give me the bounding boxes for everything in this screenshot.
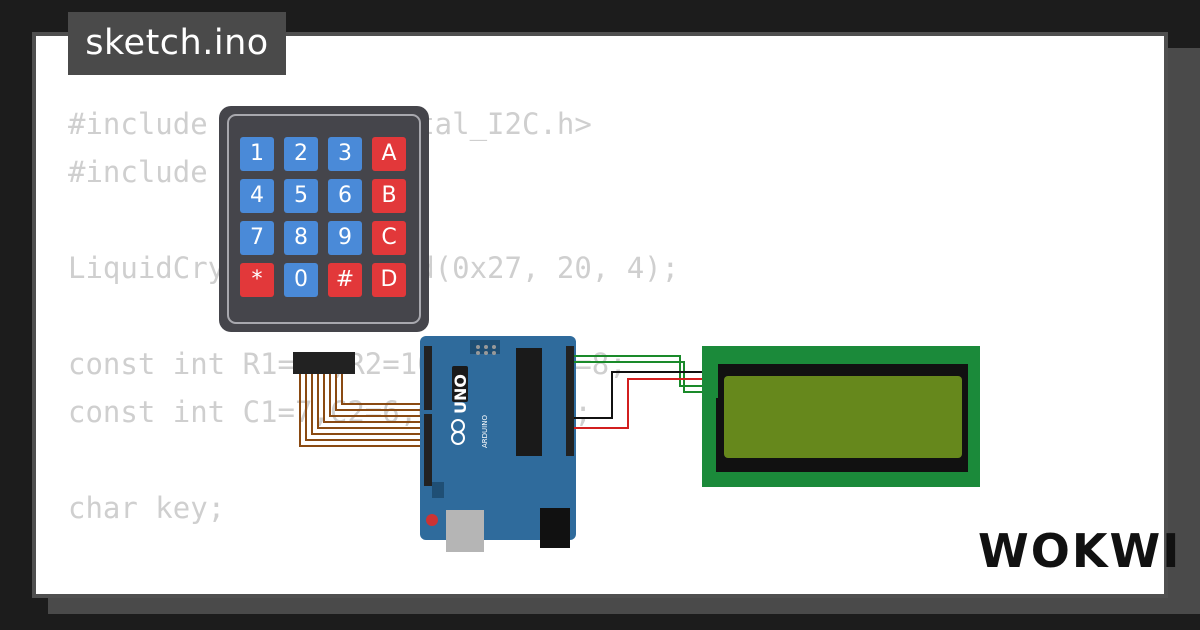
keypad-wires xyxy=(299,374,427,447)
key-A[interactable]: A xyxy=(372,137,406,171)
key-8[interactable]: 8 xyxy=(284,221,318,255)
key-1[interactable]: 1 xyxy=(240,137,274,171)
keypad-frame xyxy=(227,114,421,324)
key-5[interactable]: 5 xyxy=(284,179,318,213)
key-B[interactable]: B xyxy=(372,179,406,213)
lcd-display xyxy=(702,346,980,487)
key-D[interactable]: D xyxy=(372,263,406,297)
key-2[interactable]: 2 xyxy=(284,137,318,171)
key-4[interactable]: 4 xyxy=(240,179,274,213)
key-hash[interactable]: # xyxy=(328,263,362,297)
keypad-connector xyxy=(293,352,355,374)
key-6[interactable]: 6 xyxy=(328,179,362,213)
code-line: char key; xyxy=(68,491,226,525)
arduino-model-label: UNO xyxy=(451,374,470,414)
membrane-keypad: 1 2 3 A 4 5 6 B 7 8 9 C * 0 # D xyxy=(219,106,429,332)
key-star[interactable]: * xyxy=(240,263,274,297)
wokwi-logo: WOKWI xyxy=(978,524,1182,578)
key-C[interactable]: C xyxy=(372,221,406,255)
file-title: sketch.ino xyxy=(68,12,286,75)
arduino-board xyxy=(420,336,576,552)
key-9[interactable]: 9 xyxy=(328,221,362,255)
arduino-brand-label: ARDUINO xyxy=(481,415,489,448)
key-7[interactable]: 7 xyxy=(240,221,274,255)
key-3[interactable]: 3 xyxy=(328,137,362,171)
lcd-wires xyxy=(574,355,706,429)
key-0[interactable]: 0 xyxy=(284,263,318,297)
